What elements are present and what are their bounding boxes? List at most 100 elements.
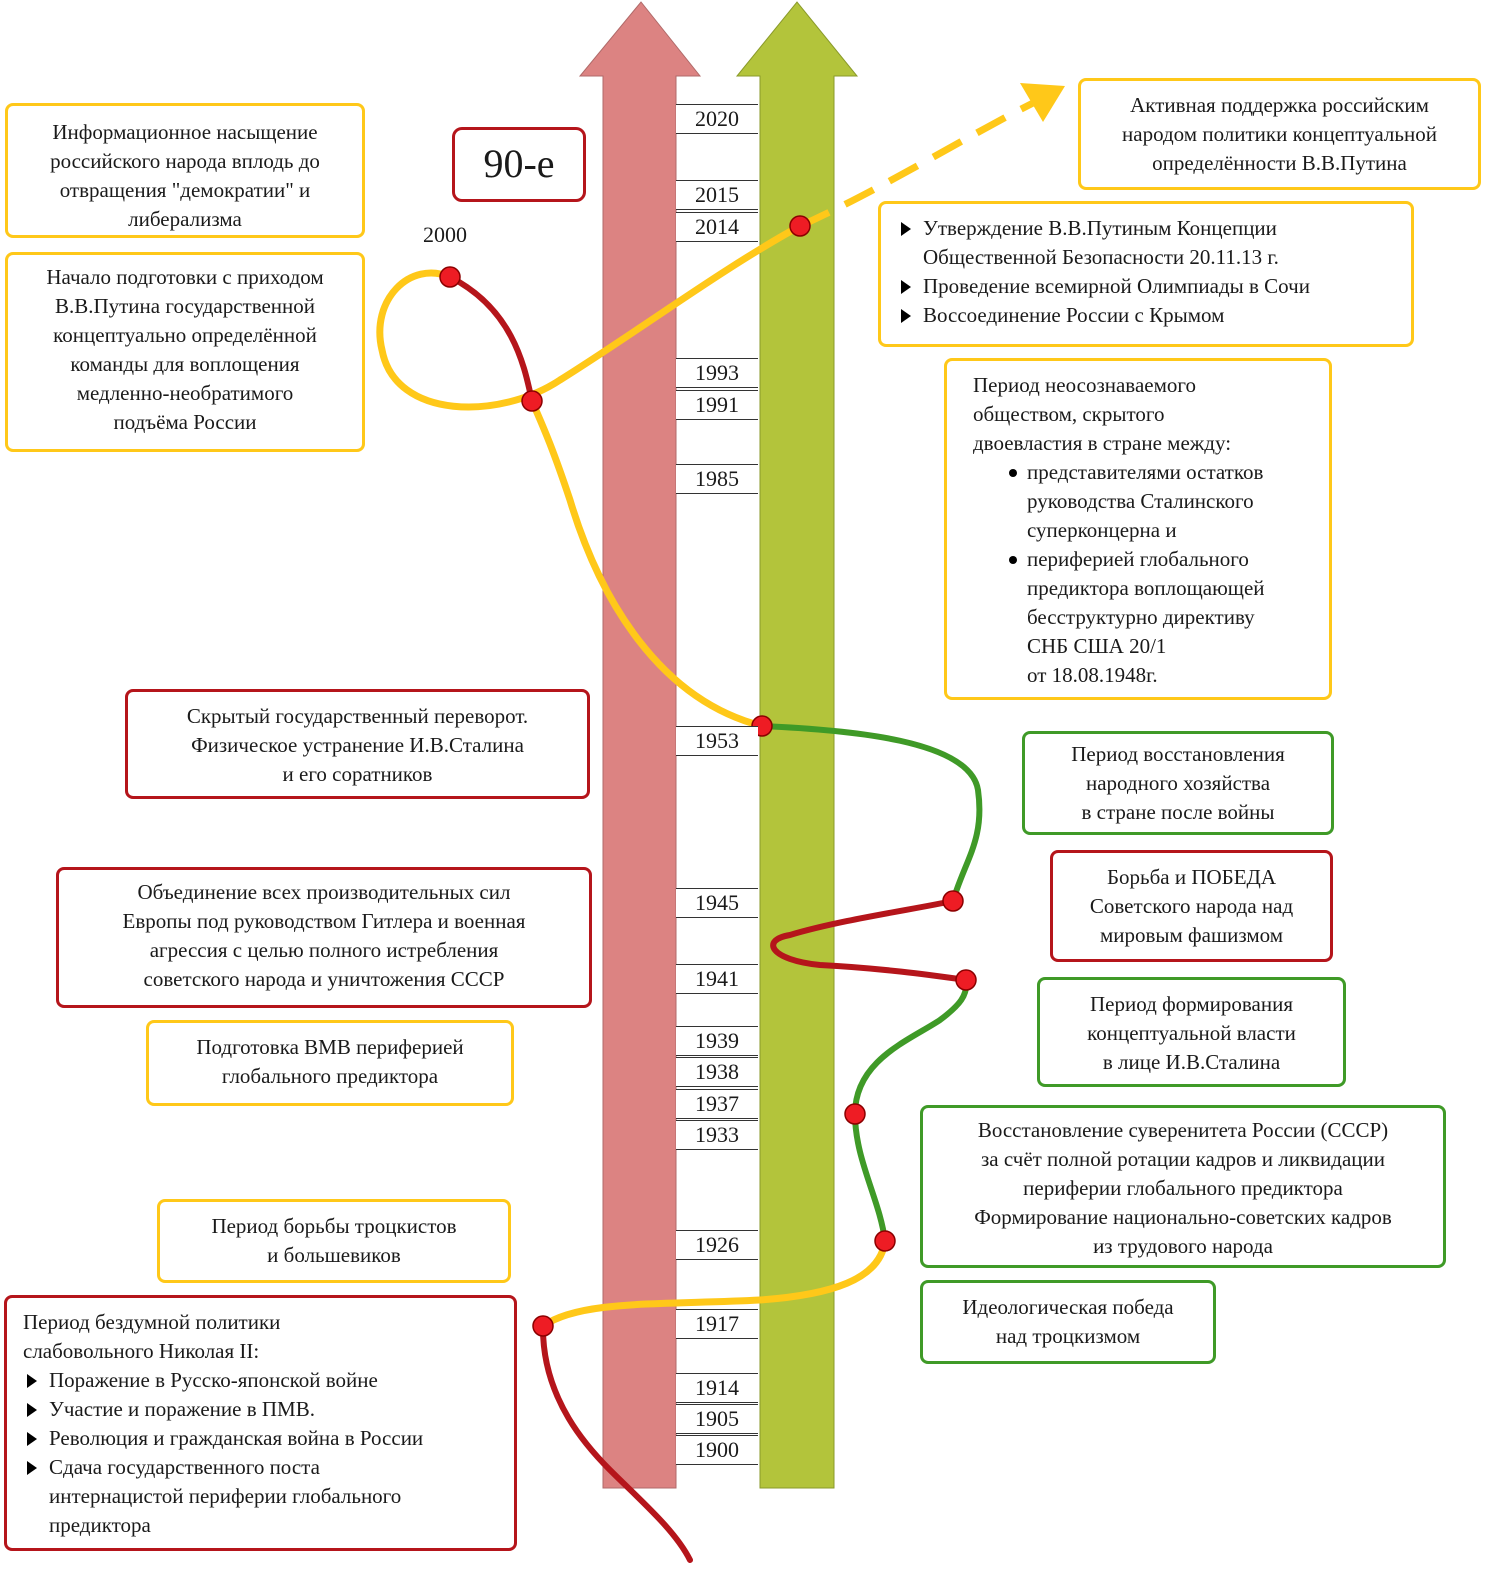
year-label: 1993 [676, 358, 758, 388]
curve-red-1941-1945 [770, 898, 969, 983]
box-line: российского народа вплодь до [50, 149, 320, 173]
year-label: 1937 [676, 1089, 758, 1119]
curve-red-bottom [539, 1323, 693, 1563]
box-line: Период формирования [1090, 992, 1293, 1016]
europe-aggression-box: Объединение всех производительных сил Ев… [56, 867, 592, 1008]
box-line: Активная поддержка российским [1130, 93, 1429, 117]
box-line: предиктора [49, 1513, 151, 1537]
stalin-power-box: Период формирования концептуальной власт… [1037, 977, 1346, 1087]
box-line: Период борьбы троцкистов [211, 1214, 457, 1238]
box-line: команды для воплощения [70, 352, 300, 376]
box-line: Скрытый государственный переворот. [186, 704, 529, 728]
box-line: отвращения "демократии" и [59, 178, 311, 202]
box-line: руководства Сталинского [1027, 489, 1254, 513]
putin-team-box: Начало подготовки с приходом В.В.Путина … [5, 252, 365, 452]
year-label: 1991 [676, 390, 758, 420]
year-2000-label: 2000 [423, 222, 467, 247]
nicholas-list-item: Революция и гражданская война в России [19, 1424, 506, 1453]
nicholas-list-item: Сдача государственного поста интернацист… [19, 1453, 506, 1540]
trotskyists-box: Период борьбы троцкистов и большевиков [157, 1199, 511, 1283]
events-2014-item: Воссоединение России с Крымом [893, 301, 1403, 330]
coup-box: Скрытый государственный переворот. Физич… [125, 689, 590, 799]
box-line: советского народа и уничтожения СССР [143, 967, 505, 991]
events-2014-box: Утверждение В.В.Путиным Концепции Общест… [878, 201, 1414, 347]
box-line: от 18.08.1948г. [1027, 663, 1158, 687]
curve-green-1926-1941 [851, 977, 970, 1244]
year-label: 2015 [676, 180, 758, 210]
box-line: концептуально определённой [53, 323, 317, 347]
box-line: Период неосознаваемого [973, 373, 1196, 397]
box-line: Восстановление суверенитета России (СССР… [977, 1118, 1389, 1142]
box-line: концептуальной власти [1087, 1021, 1296, 1045]
box-line: Европы под руководством Гитлера и военна… [122, 909, 526, 933]
curve-red-1991-2000 [447, 274, 535, 404]
box-line: Физическое устранение И.В.Сталина [191, 733, 524, 757]
ideological-victory-box: Идеологическая победа над троцкизмом [920, 1280, 1216, 1364]
box-line: слабовольного Николая II: [23, 1339, 260, 1363]
year-label: 1945 [676, 888, 758, 918]
box-line: Информационное насыщение [52, 120, 318, 144]
marker-2000 [439, 266, 461, 288]
marker-2014 [789, 215, 811, 237]
box-line: СНБ США 20/1 [1027, 634, 1167, 658]
year-label: 1926 [676, 1230, 758, 1260]
curve-green-1945-1953 [759, 723, 983, 904]
info-saturation-box: Информационное насыщение российского нар… [5, 103, 365, 238]
box-line: Революция и гражданская война в России [49, 1426, 424, 1450]
dual-power-item: представителями остатков руководства Ста… [1009, 458, 1321, 545]
marker-1926 [874, 1230, 896, 1252]
box-line: двоевластия в стране между: [973, 431, 1232, 455]
box-line: Начало подготовки с приходом [46, 265, 324, 289]
events-2014-item: Проведение всемирной Олимпиады в Сочи [893, 272, 1403, 301]
box-line: в стране после войны [1081, 800, 1275, 824]
box-line: представителями остатков [1027, 460, 1264, 484]
box-line: глобального предиктора [221, 1064, 439, 1088]
box-line: Утверждение В.В.Путиным Концепции Общест… [923, 216, 1279, 269]
year-label: 1938 [676, 1057, 758, 1087]
nicholas-list-item: Поражение в Русско-японской войне [19, 1366, 506, 1395]
right-timeline-arrow [735, 1, 859, 1489]
box-line: Период бездумной политики [23, 1310, 281, 1334]
marker-1941 [955, 969, 977, 991]
year-label: 1914 [676, 1373, 758, 1403]
box-line: В.В.Путина государственной [54, 294, 316, 318]
year-label: 1933 [676, 1120, 758, 1150]
year-label: 1941 [676, 964, 758, 994]
box-line: суперконцерна и [1027, 518, 1177, 542]
box-line: Проведение всемирной Олимпиады в Сочи [923, 274, 1310, 298]
box-line: определённости В.В.Путина [1152, 151, 1407, 175]
box-line: Воссоединение России с Крымом [923, 303, 1225, 327]
curve-yellow-1917-1926 [539, 1237, 889, 1330]
year-label: 1953 [676, 726, 758, 756]
box-line: Идеологическая победа [962, 1295, 1174, 1319]
restoration-box: Период восстановления народного хозяйств… [1022, 731, 1334, 835]
box-line: периферии глобального предиктора [1023, 1176, 1343, 1200]
events-2014-list: Утверждение В.В.Путиным Концепции Общест… [893, 214, 1403, 330]
box-line: агрессия с целью полного истребления [149, 938, 499, 962]
marker-1991 [521, 390, 543, 412]
box-line: либерализма [128, 207, 242, 231]
box-line: в лице И.В.Сталина [1102, 1050, 1281, 1074]
box-line: из трудового народа [1093, 1234, 1273, 1258]
box-line: и большевиков [267, 1243, 401, 1267]
box-line: подъёма России [113, 410, 257, 434]
curve-yellow-1953-1991 [528, 397, 766, 730]
box-line: над троцкизмом [995, 1324, 1141, 1348]
year-label: 1939 [676, 1026, 758, 1056]
dual-power-box: Период неосознаваемого обществом, скрыто… [944, 358, 1332, 700]
wwii-prep-box: Подготовка ВМВ периферией глобального пр… [146, 1020, 514, 1106]
victory-box: Борьба и ПОБЕДА Советского народа над ми… [1050, 850, 1333, 962]
nicholas-list: Поражение в Русско-японской войне Участи… [19, 1366, 506, 1540]
marker-1945 [942, 890, 964, 912]
box-line: Участие и поражение в ПМВ. [49, 1397, 315, 1421]
nicholas-box: Период бездумной политики слабовольного … [4, 1295, 517, 1551]
year-label: 1905 [676, 1404, 758, 1434]
nicholas-list-item: Участие и поражение в ПМВ. [19, 1395, 506, 1424]
box-line: предиктора воплощающей [1027, 576, 1265, 600]
box-line: интернацистой периферии глобального [49, 1484, 402, 1508]
year-label: 1900 [676, 1435, 758, 1465]
curve-yellow-loop-to-2014 [376, 222, 804, 411]
future-arrowhead [1020, 83, 1065, 122]
active-support-box: Активная поддержка российским народом по… [1078, 78, 1481, 190]
